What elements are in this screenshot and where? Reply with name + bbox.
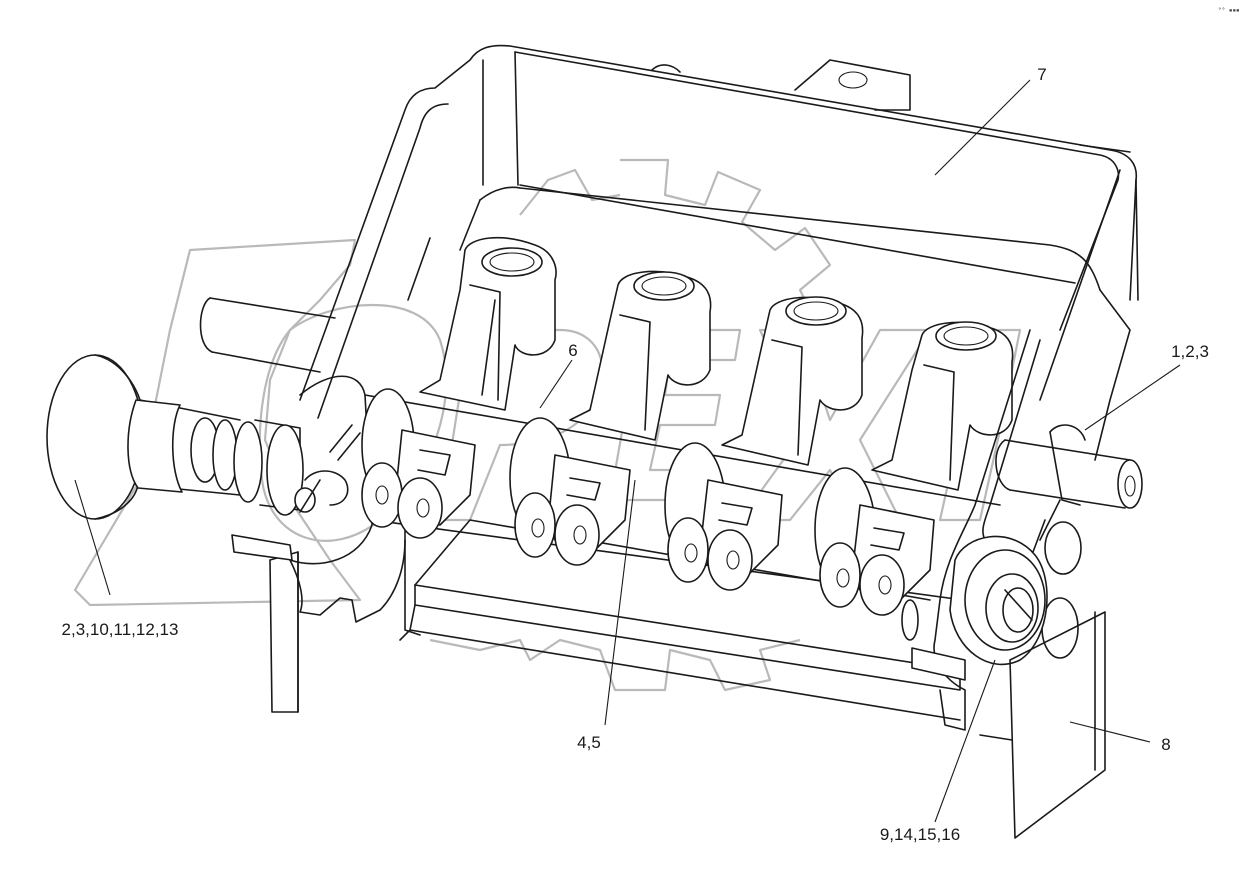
callout-6: 6: [568, 341, 577, 360]
callout-2-3-10-11-12-13: 2,3,10,11,12,13: [62, 620, 179, 639]
bracket-top: [299, 44, 1139, 419]
callout-8: 8: [1161, 735, 1170, 754]
callout-9-14-15-16: 9,14,15,16: [880, 825, 960, 844]
right-end: [901, 329, 1106, 839]
callout-7: 7: [1037, 65, 1046, 84]
shafts: [199, 297, 1143, 509]
knob-left: [46, 354, 361, 520]
leader-lines: [74, 79, 1181, 823]
callout-1-2-3: 1,2,3: [1171, 342, 1209, 361]
housing: [231, 184, 1131, 721]
levers: [361, 236, 1014, 616]
callout-4-5: 4,5: [577, 733, 601, 752]
corner-mark: °° ▪▪▪: [1218, 7, 1240, 14]
